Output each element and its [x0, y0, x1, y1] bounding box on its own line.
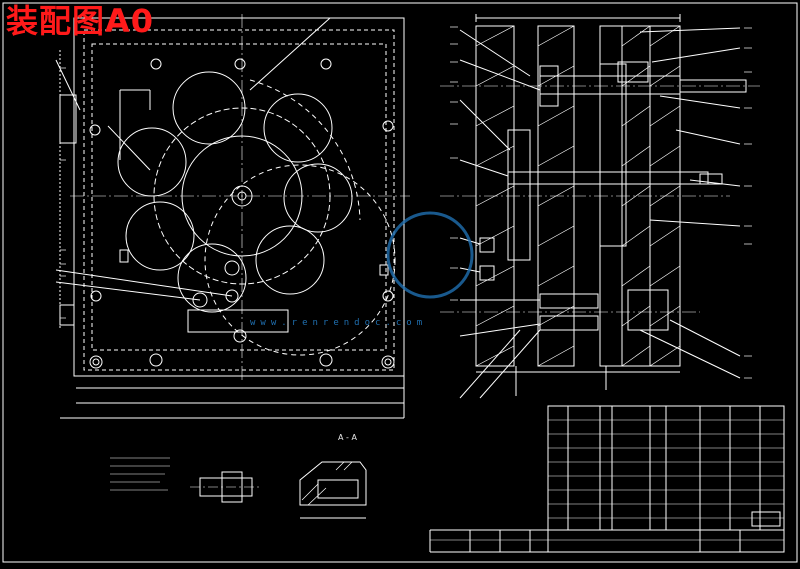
parts-list-table — [429, 405, 785, 553]
watermark-logo — [386, 211, 474, 299]
plan-view — [55, 14, 410, 419]
watermark-text: www.renrendoc.com — [250, 318, 428, 328]
detail-views — [110, 457, 367, 519]
section-view — [440, 14, 760, 399]
section-label: A - A — [338, 433, 357, 442]
drawing-title: 装配图A0 — [6, 2, 155, 40]
annotation-marks — [60, 26, 752, 379]
